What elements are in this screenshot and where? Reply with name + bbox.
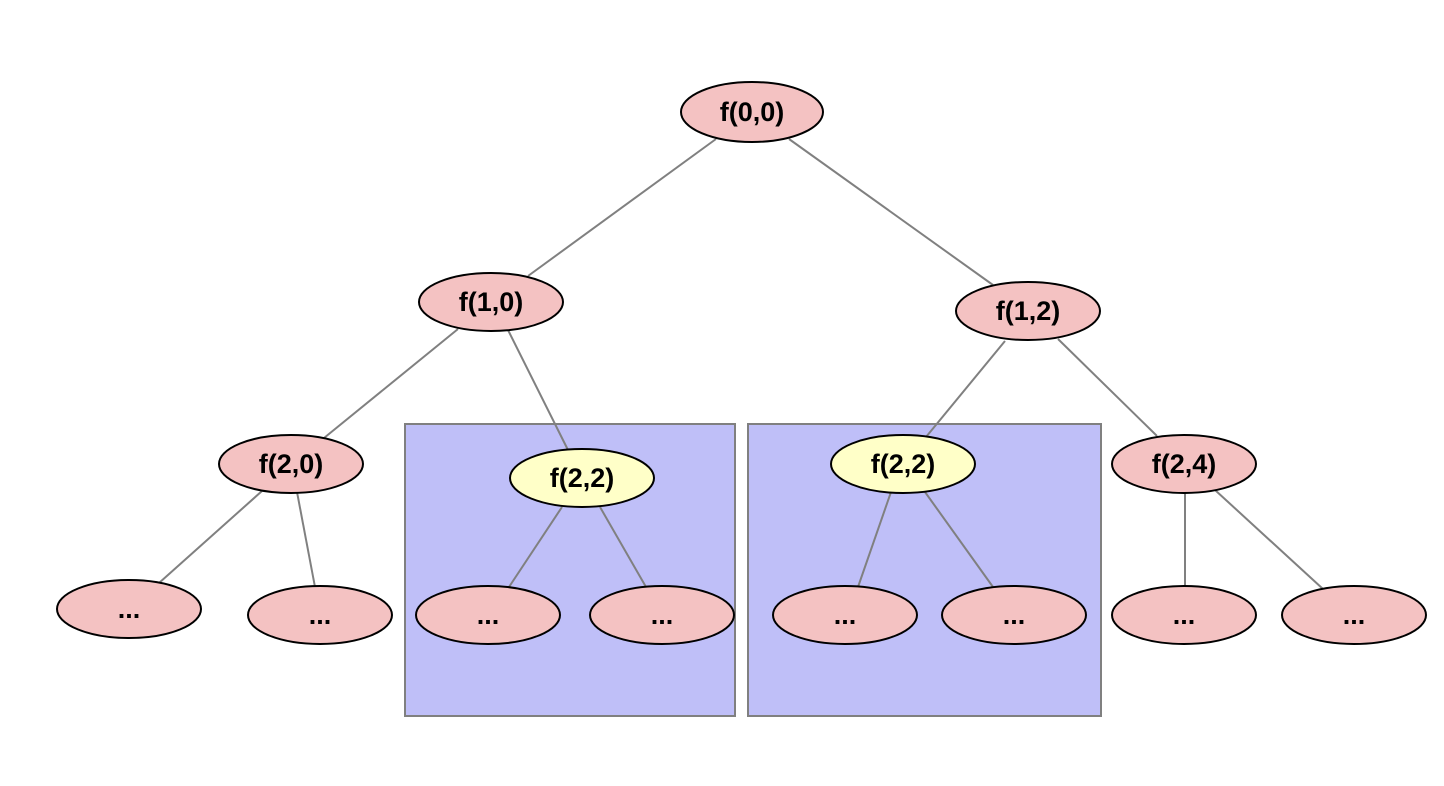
leaf-node-5: ...: [772, 585, 918, 645]
node-f12-label: f(1,2): [996, 296, 1061, 326]
leaf-node-8-label: ...: [1343, 600, 1366, 630]
edge-f22b-leaf6: [924, 491, 994, 588]
leaf-node-5-label: ...: [834, 600, 857, 630]
node-f10-label: f(1,0): [459, 287, 524, 317]
edge-f20-leaf1: [158, 490, 263, 584]
edge-f22-leaf3: [508, 506, 563, 588]
leaf-node-2-label: ...: [309, 600, 332, 630]
leaf-node-7: ...: [1111, 585, 1257, 645]
node-f24-label: f(2,4): [1152, 449, 1217, 479]
node-f20: f(2,0): [218, 434, 364, 494]
edge-f10-f20: [323, 328, 459, 439]
node-f22-right-label: f(2,2): [871, 449, 936, 479]
leaf-node-8: ...: [1281, 585, 1427, 645]
edge-f10-f22: [507, 329, 569, 451]
leaf-node-4: ...: [589, 585, 735, 645]
node-f00: f(0,0): [680, 81, 824, 143]
edge-f00-f12: [788, 138, 994, 286]
leaf-node-1-label: ...: [118, 594, 141, 624]
leaf-node-3: ...: [415, 585, 561, 645]
node-f20-label: f(2,0): [259, 449, 324, 479]
leaf-node-6-label: ...: [1003, 600, 1026, 630]
edge-f12-f22: [925, 340, 1006, 438]
leaf-node-3-label: ...: [477, 600, 500, 630]
edge-f12-f24: [1057, 338, 1158, 437]
node-f22-repeated-left: f(2,2): [509, 448, 655, 508]
edge-f24-leaf8: [1214, 489, 1324, 590]
leaf-node-2: ...: [247, 585, 393, 645]
edge-f22b-leaf5: [857, 491, 892, 588]
leaf-node-1: ...: [56, 579, 202, 639]
node-f24: f(2,4): [1111, 434, 1257, 494]
node-f12: f(1,2): [955, 281, 1101, 341]
node-f00-label: f(0,0): [720, 97, 785, 127]
leaf-node-4-label: ...: [651, 600, 674, 630]
edge-f22-leaf4: [599, 506, 647, 588]
node-f22-repeated-right: f(2,2): [830, 434, 976, 494]
edge-f00-f10: [527, 138, 717, 277]
edge-f20-leaf2: [296, 491, 316, 588]
node-f22-left-label: f(2,2): [550, 463, 615, 493]
leaf-node-6: ...: [941, 585, 1087, 645]
node-f10: f(1,0): [418, 272, 564, 332]
leaf-node-7-label: ...: [1173, 600, 1196, 630]
